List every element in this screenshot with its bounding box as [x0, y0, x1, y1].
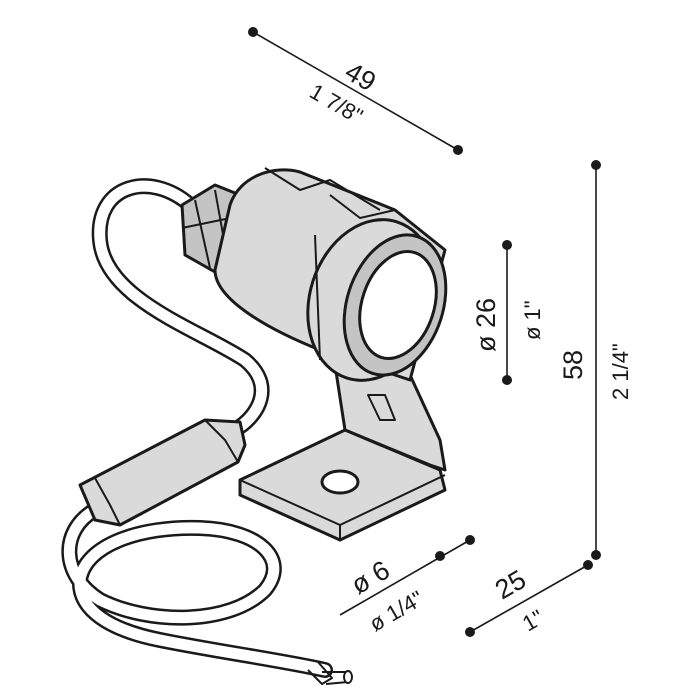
hole-diameter-metric-label: ø 6 — [346, 555, 395, 600]
base-width-metric-label: 25 — [490, 564, 531, 605]
mounting-bracket — [238, 363, 447, 542]
lens-diameter-imperial-label: ø 1" — [520, 300, 545, 340]
height-imperial-label: 2 1/4" — [608, 343, 633, 400]
hole-diameter-imperial-label: ø 1/4" — [365, 586, 428, 637]
base-width-imperial-label: 1" — [518, 605, 548, 637]
dimension-height: 58 2 1/4" — [558, 160, 633, 560]
dimension-depth: 49 1 7/8" — [248, 27, 463, 155]
cable — [61, 178, 353, 685]
dimension-lens-diameter: ø 26 ø 1" — [471, 240, 545, 385]
dimension-base-width: 25 1" — [465, 560, 593, 637]
lens — [358, 250, 438, 360]
cable-junction-box — [78, 418, 247, 527]
depth-metric-label: 49 — [340, 56, 381, 97]
dimension-hole-diameter: ø 6 ø 1/4" — [339, 535, 475, 637]
lens-diameter-metric-label: ø 26 — [471, 298, 501, 352]
height-metric-label: 58 — [558, 350, 588, 380]
spotlight-body — [180, 167, 448, 382]
mounting-hole — [320, 469, 360, 495]
